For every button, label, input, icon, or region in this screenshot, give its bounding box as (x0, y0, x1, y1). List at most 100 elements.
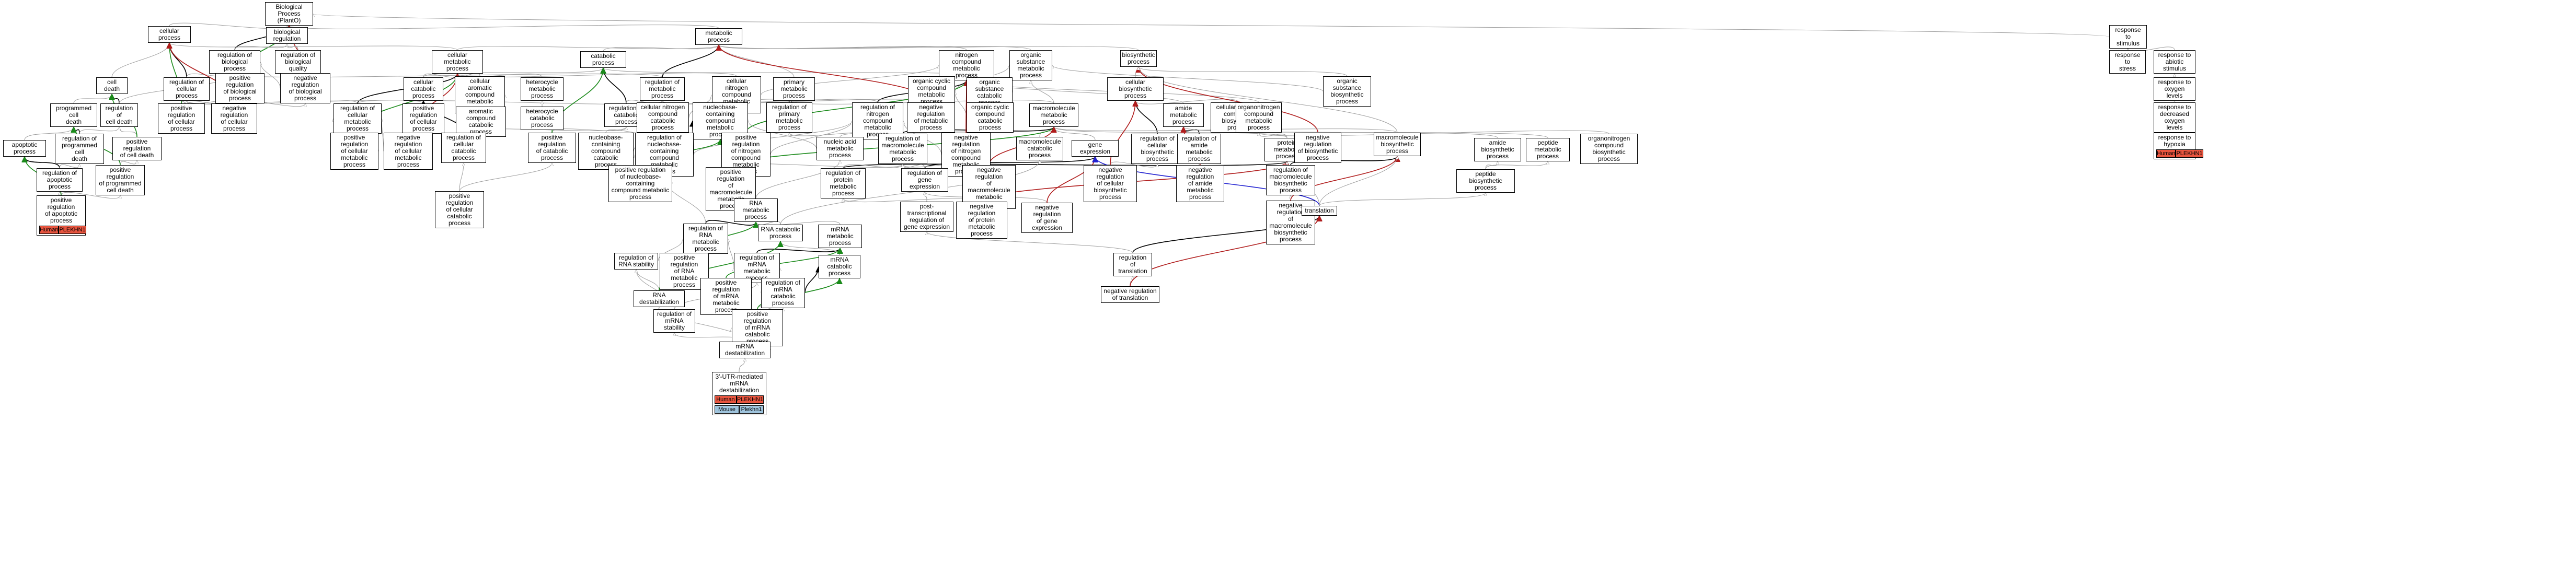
go-term-orgsubbiosyn[interactable]: organic substance biosynthetic process (1323, 76, 1371, 107)
go-term-regproteinmet[interactable]: regulation of protein metabolic process (821, 168, 866, 198)
go-term-regcellbiosyn[interactable]: regulation of cellular biosynthetic proc… (1131, 134, 1183, 164)
go-term-regbioqual[interactable]: regulation of biological quality (275, 50, 321, 74)
go-term-bp[interactable]: Biological Process (PlantO) (265, 2, 313, 26)
go-term-posregcatab[interactable]: positive regulation of catabolic process (528, 133, 576, 163)
go-term-posregnucleobasemet[interactable]: positive regulation of nucleobase-contai… (608, 165, 672, 202)
go-term-label: peptide biosynthetic process (1469, 170, 1502, 191)
go-term-apoptotic[interactable]: apoptotic process (3, 140, 46, 157)
go-term-amidemet[interactable]: amide metabolic process (1163, 103, 1204, 127)
go-term-cellmet[interactable]: cellular metabolic process (432, 50, 483, 74)
go-term-macromolcatab[interactable]: macromolecule catabolic process (1016, 137, 1063, 160)
go-term-posttranscr[interactable]: post-transcriptional regulation of gene … (900, 202, 953, 232)
go-term-heterocycle[interactable]: heterocycle metabolic process (521, 77, 564, 101)
go-term-negregbio[interactable]: negative regulation of biological proces… (280, 73, 330, 103)
go-term-regtranslation[interactable]: regulation of translation (1113, 253, 1152, 276)
go-term-regamidemet[interactable]: regulation of amide metabolic process (1177, 134, 1221, 164)
go-term-posregcell[interactable]: positive regulation of cellular process (158, 103, 205, 134)
go-term-organonitrogenmet[interactable]: organonitrogen compound metabolic proces… (1236, 102, 1282, 133)
go-term-rnamet[interactable]: RNA metabolic process (734, 198, 778, 222)
go-term-regprogcelldeath[interactable]: regulation of programmed cell death (55, 134, 104, 164)
go-term-regnitrogenmet[interactable]: regulation of nitrogen compound metaboli… (852, 102, 903, 139)
go-term-regrnastab[interactable]: regulation of RNA stability (614, 253, 658, 270)
go-term-regapoptotic[interactable]: regulation of apoptotic process (37, 168, 83, 192)
go-term-negregcellmet[interactable]: negative regulation of cellular metaboli… (384, 133, 433, 170)
go-term-posregcellmet[interactable]: positive regulation of cellular metaboli… (330, 133, 378, 170)
go-term-catab[interactable]: catabolic process (580, 51, 626, 68)
go-term-regcellmet[interactable]: regulation of cellular metabolic process (334, 103, 382, 134)
go-term-negregcell[interactable]: negative regulation of cellular process (211, 103, 257, 134)
go-term-orgcycliccatab[interactable]: organic cyclic compound catabolic proces… (967, 102, 1014, 133)
go-term-peptidemet[interactable]: peptide metabolic process (1526, 138, 1570, 161)
go-term-respdecoxygen[interactable]: response to decreased oxygen levels (2154, 102, 2195, 133)
go-term-respabiotic[interactable]: response to abiotic stimulus (2154, 50, 2195, 74)
go-term-geneexpr[interactable]: gene expression (1072, 140, 1119, 157)
gene-tag: PLEKHN1 (59, 226, 86, 234)
go-term-metproc[interactable]: metabolic process (695, 28, 742, 45)
go-term-negregmet[interactable]: negative regulation of metabolic process (907, 102, 955, 133)
go-term-negreggeneexpr[interactable]: negative regulation of gene expression (1021, 203, 1073, 233)
go-term-cellnitrogencatab[interactable]: cellular nitrogen compound catabolic pro… (637, 102, 689, 133)
go-term-regcelldeath[interactable]: regulation of cell death (100, 103, 138, 127)
go-term-negregamidemet[interactable]: negative regulation of amide metabolic p… (1176, 165, 1224, 202)
go-term-posregmrnamet[interactable]: positive regulation of mRNA metabolic pr… (700, 278, 752, 315)
go-term-negregproteinmet[interactable]: negative regulation of protein metabolic… (956, 202, 1007, 239)
go-term-negregcellbiosyn[interactable]: negative regulation of cellular biosynth… (1084, 165, 1137, 202)
go-term-regmacromolmet[interactable]: regulation of macromolecule metabolic pr… (878, 134, 927, 164)
go-term-celldeath[interactable]: cell death (96, 77, 128, 94)
go-term-regcellcatab[interactable]: regulation of cellular catabolic process (441, 133, 486, 163)
go-term-biolreg[interactable]: biological regulation (266, 27, 308, 44)
go-term-label: negative regulation of cellular biosynth… (1094, 166, 1127, 201)
go-term-posregapoptotic[interactable]: positive regulation of apoptotic process… (37, 195, 86, 236)
edge-is_a-negregcellbiosyn-to-regcellbiosyn (1110, 161, 1157, 168)
go-term-amidebiosyn[interactable]: amide biosynthetic process (1474, 138, 1521, 161)
go-term-regmrnacatab[interactable]: regulation of mRNA catabolic process (761, 278, 805, 308)
go-term-posregcellcatab[interactable]: positive regulation of cellular cataboli… (435, 191, 484, 228)
go-term-respoxygen[interactable]: response to oxygen levels (2154, 77, 2195, 101)
go-term-macromolmet[interactable]: macromolecule metabolic process (1029, 103, 1078, 127)
go-term-heterocatab[interactable]: heterocycle catabolic process (521, 107, 564, 130)
go-term-regprimmet[interactable]: regulation of primary metabolic process (766, 102, 812, 133)
go-term-mrnamet[interactable]: mRNA metabolic process (818, 225, 862, 248)
go-term-rnadestab[interactable]: RNA destabilization (634, 290, 685, 307)
go-term-translation[interactable]: translation (1302, 206, 1337, 216)
go-term-orgsubmet[interactable]: organic substance metabolic process (1009, 50, 1052, 80)
go-term-primmet[interactable]: primary metabolic process (773, 77, 815, 101)
go-term-respstim[interactable]: response to stimulus (2109, 25, 2147, 49)
go-term-negregtranslation[interactable]: negative regulation of translation (1101, 286, 1159, 303)
go-term-orgsubcatab[interactable]: organic substance catabolic process (967, 77, 1013, 108)
go-term-macromolbiosyn[interactable]: macromolecule biosynthetic process (1374, 133, 1421, 156)
go-term-aromaticcatab[interactable]: aromatic compound catabolic process (456, 107, 506, 137)
go-term-nucleicacidmet[interactable]: nucleic acid metabolic process (816, 137, 864, 160)
go-term-respstress[interactable]: response to stress (2109, 50, 2146, 74)
go-term-regmrnastab[interactable]: regulation of mRNA stability (653, 309, 695, 333)
edge-negatively_regulates-negregnitrogenmet-to-nitrogenmet (966, 80, 967, 133)
go-term-posregbio[interactable]: positive regulation of biological proces… (215, 73, 264, 103)
go-term-organonitrogenbiosyn[interactable]: organonitrogen compound biosynthetic pro… (1580, 134, 1638, 164)
go-term-regcell[interactable]: regulation of cellular process (164, 77, 210, 101)
go-term-biosyn[interactable]: biosynthetic process (1120, 50, 1157, 67)
go-term-nitrogenmet[interactable]: nitrogen compound metabolic process (939, 50, 994, 80)
go-term-mrnadestab[interactable]: mRNA destabilization (719, 342, 770, 358)
go-term-progcelldeath[interactable]: programmed cell death (50, 103, 97, 127)
go-term-reggeneexpr[interactable]: regulation of gene expression (901, 168, 948, 192)
go-term-label: cellular nitrogen compound catabolic pro… (640, 103, 685, 131)
go-term-posregcellproc2[interactable]: positive regulation of cellular process (402, 103, 444, 134)
go-term-peptidebiosyn[interactable]: peptide biosynthetic process (1456, 169, 1515, 193)
go-term-regmet[interactable]: regulation of metabolic process (640, 77, 685, 101)
go-term-cellbiosyn[interactable]: cellular biosynthetic process (1107, 77, 1164, 101)
go-term-regrnamet[interactable]: regulation of RNA metabolic process (683, 224, 728, 254)
go-term-cellproc[interactable]: cellular process (148, 26, 191, 43)
go-term-cellcatab[interactable]: cellular catabolic process (404, 77, 443, 101)
go-term-negregbiosyn[interactable]: negative regulation of biosynthetic proc… (1294, 133, 1341, 163)
go-term-regbio[interactable]: regulation of biological process (209, 50, 260, 74)
edge-is_a-peptidebiosyn-to-amidebiosyn (1485, 161, 1498, 170)
go-term-posregcelldeath[interactable]: positive regulation of cell death (112, 137, 162, 160)
go-term-posregprogcelldeath[interactable]: positive regulation of programmed cell d… (96, 165, 145, 195)
go-term-posregmrnacatab[interactable]: positive regulation of mRNA catabolic pr… (732, 309, 783, 346)
go-term-rnacatab[interactable]: RNA catabolic process (758, 225, 803, 241)
go-term-mrnacatab[interactable]: mRNA catabolic process (819, 255, 860, 278)
go-term-regmacromolbiosyn[interactable]: regulation of macromolecule biosynthetic… (1266, 165, 1315, 195)
go-term-nucleobasecatab[interactable]: nucleobase-containing compound catabolic… (578, 133, 634, 170)
